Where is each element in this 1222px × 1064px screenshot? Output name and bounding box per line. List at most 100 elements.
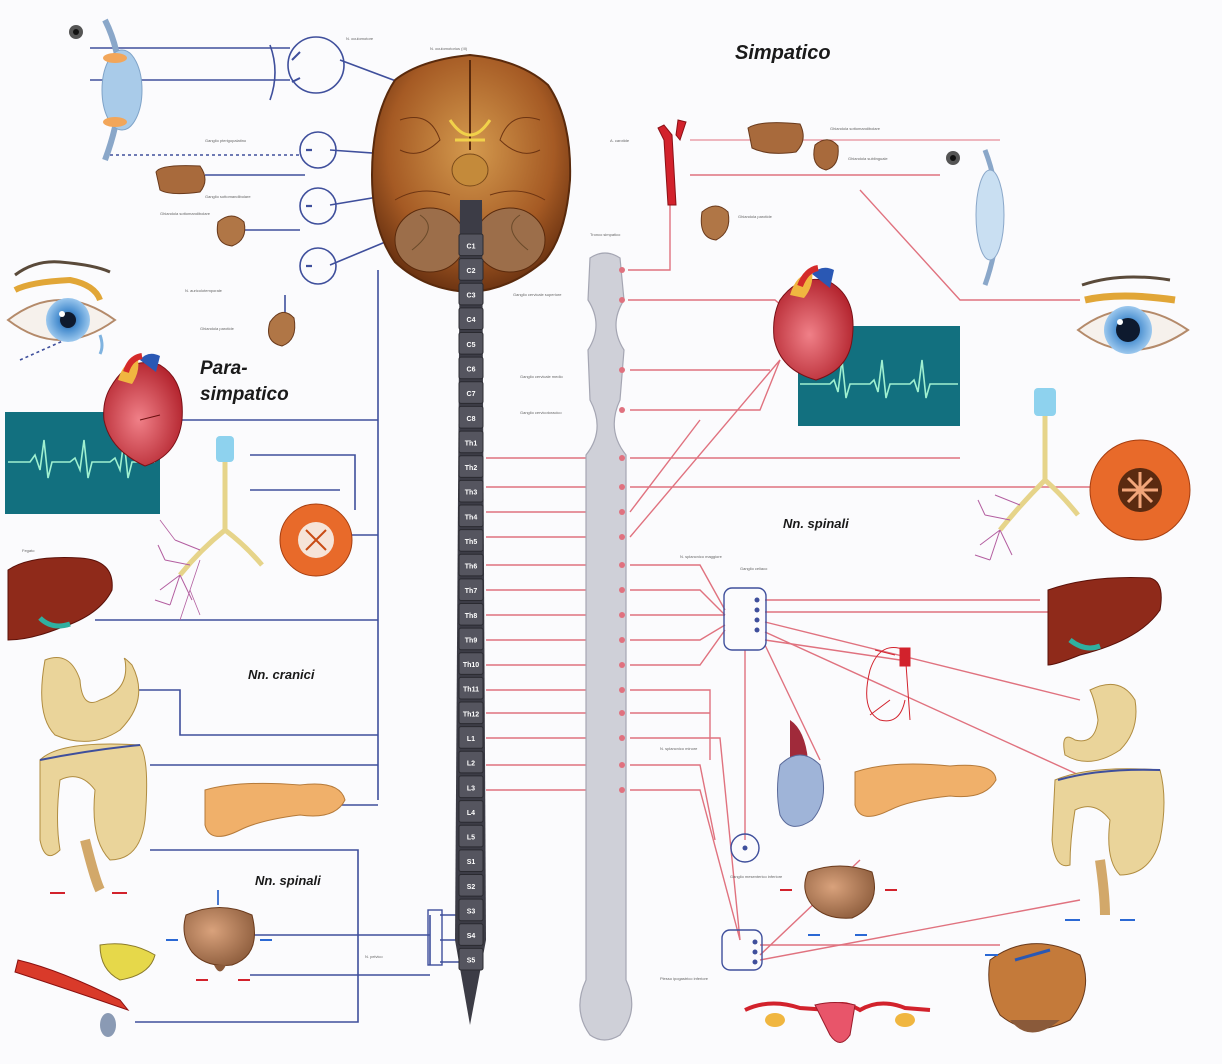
bladder-right	[805, 866, 875, 918]
spinal-segment-label: C2	[467, 268, 476, 275]
spinal-segment-label: Th12	[463, 711, 479, 718]
sympathetic-nerve-lines	[486, 140, 1090, 1000]
chain-ganglion	[619, 509, 625, 515]
spinal-segment-label: C6	[467, 366, 476, 373]
eye-right	[1078, 277, 1188, 354]
chain-ganglion	[619, 637, 625, 643]
svg-text:N. pelvico: N. pelvico	[365, 954, 383, 959]
chain-ganglion	[619, 687, 625, 693]
spinal-segment-label: Th4	[465, 514, 478, 521]
spinal-segment-label: C8	[467, 416, 476, 423]
spinal-segment-label: Th8	[465, 613, 478, 620]
spinal-cord: C1C2C3C4C5C6C7C8Th1Th2Th3Th4Th5Th6Th7Th8…	[455, 200, 486, 1025]
spinal-nerves-label-right: Nn. spinali	[783, 516, 849, 531]
chain-ganglion	[619, 762, 625, 768]
spinal-segment-label: C4	[467, 317, 476, 324]
digestive-tract-left	[40, 658, 147, 891]
spinal-segment-label: L4	[467, 810, 475, 817]
svg-text:Ganglio mesenterico inferiore: Ganglio mesenterico inferiore	[730, 874, 783, 879]
bronchial-tree-left	[155, 436, 352, 620]
spinal-segment-label: S1	[467, 859, 476, 866]
spinal-segment-label: C1	[467, 243, 476, 250]
svg-text:A. carotide: A. carotide	[610, 138, 630, 143]
svg-text:Ganglio sottomandibolare: Ganglio sottomandibolare	[205, 194, 251, 199]
heart-right	[774, 268, 853, 380]
cranial-nerves-label: Nn. cranici	[248, 667, 314, 682]
eye-lens-section-right	[946, 150, 1004, 285]
svg-text:Fegato: Fegato	[22, 548, 35, 553]
spinal-segment-label: S5	[467, 958, 476, 965]
uterus	[745, 1003, 930, 1043]
svg-text:Ghiandola parotide: Ghiandola parotide	[738, 214, 773, 219]
svg-text:Ganglio cervicale medio: Ganglio cervicale medio	[520, 374, 563, 379]
svg-text:N. oculomotore: N. oculomotore	[346, 36, 374, 41]
svg-text:Ghiandola sublinguale: Ghiandola sublinguale	[848, 156, 888, 161]
spinal-segment-label: L2	[467, 761, 475, 768]
sympathetic-title: Simpatico	[735, 42, 831, 65]
spinal-segment-label: S2	[467, 884, 476, 891]
spinal-segment-label: S4	[467, 933, 476, 940]
svg-text:N. splancnico maggiore: N. splancnico maggiore	[680, 554, 723, 559]
spinal-segment-label: Th3	[465, 490, 478, 497]
sympathetic-chain	[580, 253, 632, 1040]
bronchial-tree-right	[975, 388, 1190, 560]
chain-ganglion	[619, 787, 625, 793]
spinal-segment-label: C3	[467, 293, 476, 300]
spinal-segment-label: Th5	[465, 539, 478, 546]
chain-ganglion	[619, 710, 625, 716]
spinal-segment-label: Th11	[463, 687, 479, 694]
parasympathetic-title-line2: simpatico	[200, 383, 289, 407]
eye-left	[8, 262, 115, 354]
chain-ganglion	[619, 562, 625, 568]
spinal-segment-label: Th2	[465, 465, 478, 472]
svg-text:Ghiandola parotide: Ghiandola parotide	[200, 326, 235, 331]
kidney-adrenal-right	[778, 720, 824, 826]
svg-text:Ganglio celiaco: Ganglio celiaco	[740, 566, 768, 571]
parasympathetic-title-line1: Para-	[200, 357, 248, 381]
svg-text:Ghiandola sottomandibolare: Ghiandola sottomandibolare	[160, 211, 211, 216]
spinal-segment-label: L3	[467, 785, 475, 792]
digestive-tract-right	[1052, 684, 1164, 915]
chain-ganglion	[619, 455, 625, 461]
spinal-segment-label: L5	[467, 835, 475, 842]
parasympathetic-ganglia	[300, 132, 336, 284]
spinal-segment-label: Th6	[465, 564, 478, 571]
chain-ganglion	[619, 407, 625, 413]
svg-text:Ghiandola sottomandibolare: Ghiandola sottomandibolare	[830, 126, 881, 131]
chain-ganglion	[619, 587, 625, 593]
chain-ganglion	[619, 662, 625, 668]
spinal-segment-label: Th1	[465, 440, 478, 447]
chain-ganglion	[619, 267, 625, 273]
svg-text:N. auricolotemporale: N. auricolotemporale	[185, 288, 223, 293]
svg-text:Ganglio pterigopalatino: Ganglio pterigopalatino	[205, 138, 247, 143]
liver-left	[8, 558, 112, 641]
chain-ganglion	[619, 367, 625, 373]
svg-text:N. oculomotorius (III): N. oculomotorius (III)	[430, 46, 468, 51]
svg-text:N. splancnico minore: N. splancnico minore	[660, 746, 698, 751]
spinal-segment-label: C5	[467, 342, 476, 349]
svg-text:Tronco simpatico: Tronco simpatico	[590, 232, 621, 237]
chain-ganglion	[619, 297, 625, 303]
spinal-segment-label: Th10	[463, 662, 479, 669]
spinal-segment-label: Th7	[465, 588, 478, 595]
spinal-segment-label: Th9	[465, 637, 478, 644]
pelvic-organs-right	[989, 944, 1086, 1033]
svg-text:Ganglio cervicale superiore: Ganglio cervicale superiore	[513, 292, 562, 297]
carotid-artery	[658, 120, 686, 205]
svg-text:Ganglio cervicotoracico: Ganglio cervicotoracico	[520, 410, 562, 415]
pancreas-right	[855, 764, 996, 816]
pelvic-muscle-left	[15, 944, 155, 1037]
spinal-segment-label: C7	[467, 391, 476, 398]
pancreas-left	[205, 783, 345, 836]
chain-ganglion	[619, 735, 625, 741]
bladder-left	[184, 890, 255, 972]
svg-text:Plesso ipogastrico inferiore: Plesso ipogastrico inferiore	[660, 976, 709, 981]
chain-ganglion	[619, 484, 625, 490]
spinal-segment-label: L1	[467, 736, 475, 743]
chain-ganglion	[619, 534, 625, 540]
chain-ganglion	[619, 612, 625, 618]
liver-right	[1048, 578, 1161, 666]
spinal-nerves-label-left: Nn. spinali	[255, 873, 321, 888]
spinal-segment-label: S3	[467, 908, 476, 915]
